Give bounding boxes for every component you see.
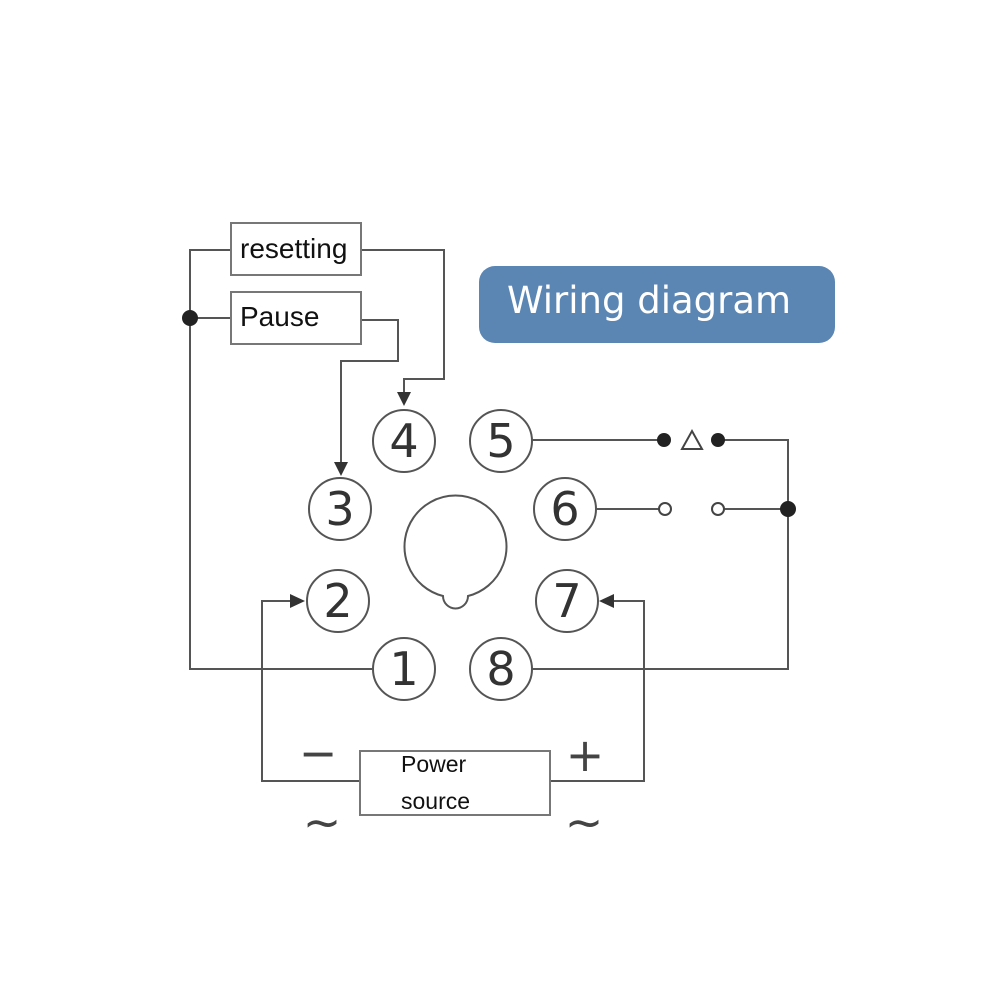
pause-label: Pause bbox=[240, 301, 319, 332]
junction-dot-left bbox=[182, 310, 198, 326]
contact-dot-right bbox=[711, 433, 725, 447]
power-source-box: Power source bbox=[359, 750, 551, 816]
terminal-5: 5 bbox=[469, 409, 533, 473]
wire-power-to-7 bbox=[550, 600, 645, 782]
terminal-7-label: 7 bbox=[552, 574, 581, 628]
arrow-to-terminal-4 bbox=[397, 392, 411, 406]
terminal-8: 8 bbox=[469, 637, 533, 701]
pause-box: Pause bbox=[230, 291, 362, 345]
arrow-to-terminal-2 bbox=[290, 594, 305, 608]
terminal-2-label: 2 bbox=[323, 574, 352, 628]
wire-resetting-left bbox=[189, 249, 372, 670]
wire-pause-to-3 bbox=[340, 319, 399, 462]
terminal-7: 7 bbox=[535, 569, 599, 633]
terminal-3-label: 3 bbox=[325, 482, 354, 536]
title-banner-text: Wiring diagram bbox=[507, 279, 791, 322]
terminal-4: 4 bbox=[372, 409, 436, 473]
resetting-box: resetting bbox=[230, 222, 362, 276]
terminal-6: 6 bbox=[533, 477, 597, 541]
power-source-label-line2: source bbox=[401, 788, 470, 814]
terminal-6-label: 6 bbox=[550, 482, 579, 536]
title-banner-background bbox=[479, 266, 835, 343]
arrow-to-terminal-3 bbox=[334, 462, 348, 476]
terminal-1-label: 1 bbox=[389, 642, 418, 696]
wire-resetting-to-4 bbox=[361, 249, 445, 392]
contact-dot-left bbox=[657, 433, 671, 447]
arrow-to-terminal-7 bbox=[599, 594, 614, 608]
terminal-2: 2 bbox=[306, 569, 370, 633]
terminal-5-label: 5 bbox=[486, 414, 515, 468]
resetting-label: resetting bbox=[240, 233, 347, 264]
junction-dot-right bbox=[780, 501, 796, 517]
open-contact-left bbox=[658, 502, 672, 516]
terminal-4-label: 4 bbox=[389, 414, 418, 468]
ac-symbol-left: ~ bbox=[303, 795, 342, 849]
open-contact-right bbox=[711, 502, 725, 516]
minus-symbol: − bbox=[299, 726, 338, 780]
wire-power-to-2 bbox=[261, 600, 360, 782]
socket-key-icon bbox=[403, 494, 508, 610]
wire-contact-right bbox=[531, 439, 789, 670]
plus-symbol: + bbox=[566, 728, 605, 782]
title-banner: Wiring diagram bbox=[479, 266, 835, 343]
terminal-8-label: 8 bbox=[486, 642, 515, 696]
terminal-1: 1 bbox=[372, 637, 436, 701]
ac-symbol-right: ~ bbox=[565, 795, 604, 849]
power-source-label-line1: Power bbox=[401, 751, 467, 777]
contact-triangle-icon bbox=[680, 428, 704, 450]
terminal-3: 3 bbox=[308, 477, 372, 541]
